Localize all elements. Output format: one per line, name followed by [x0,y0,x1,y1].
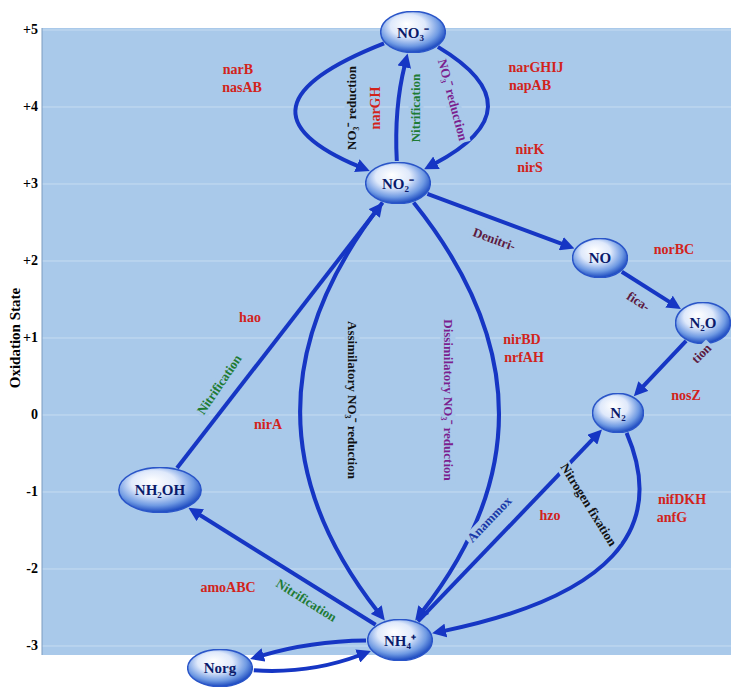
node-text-wrap: N₂O [675,302,731,344]
axis-tick-label: +1 [23,330,38,346]
node-text-wrap: NH₂OH [118,467,202,513]
reaction-arrow [198,514,376,625]
gene-label: narGH [368,87,384,130]
sphere-fill [188,649,253,686]
node-text-wrap: NO [572,238,628,278]
sphere-fill [593,393,644,432]
species-name: NH₄⁺ [384,630,416,650]
reaction-arrow [300,203,382,612]
axis-title: Oxidation State [7,288,24,388]
species-node: NH₂OH [118,467,202,513]
axis-tick-label: +4 [23,99,38,115]
species-node: N₂O [675,302,731,344]
axis-tick-label: +3 [23,176,38,192]
species-name: N₂ [610,405,625,422]
plot-ground [42,28,731,655]
gene-label: nasAB [222,80,262,96]
species-name: NO₂⁻ [382,173,414,193]
sphere-fill [119,467,201,512]
species-name: N₂O [690,315,717,332]
sphere-fill [676,302,731,343]
gene-label: nirS [517,160,543,176]
node-text-wrap: NH₄⁺ [367,619,433,661]
axis-tick-label: +2 [23,253,38,269]
process-label: Assimilatory NO₃⁻ reduction [345,319,360,481]
gene-label: nifDKH [658,492,706,508]
reaction-arrow [295,43,384,166]
gene-label: hzo [540,508,561,524]
species-name: NO [589,250,612,267]
axis-tick-label: -2 [26,561,38,577]
species-node: N₂ [592,393,644,433]
sphere-fill [366,162,431,203]
species-node: NO₂⁻ [365,162,431,204]
process-label: Dissimilatory NO₃⁻ reduction [441,317,456,483]
axis-line [42,28,43,655]
sphere-fill [368,619,433,660]
species-name: NO₃⁻ [397,22,429,42]
gene-label: narB [223,62,253,78]
axis-tick-label: 0 [31,407,38,423]
gene-label: amoABC [200,580,255,596]
grid-lines [42,30,731,646]
sphere-fill [381,11,446,52]
reaction-arrow [443,433,639,631]
gene-label: nirK [516,142,545,158]
species-node: Norg [187,649,253,687]
species-node: NO [572,238,628,278]
reaction-arrow [396,64,405,161]
gene-label: nirBD [503,332,540,348]
process-label: NO₃⁻ reduction [345,64,360,152]
sphere-fill [573,238,628,277]
axis-tick-label: +5 [23,22,38,38]
gene-label: napAB [509,78,551,94]
process-label: Nitrification [409,72,424,145]
reaction-arrow [254,655,361,671]
gene-label: hao [239,310,261,326]
gene-label: nirA [254,417,282,433]
reaction-arrow [642,341,687,388]
gene-label: anfG [657,510,687,526]
reaction-arrow [434,47,488,164]
node-text-wrap: NO₃⁻ [380,11,446,53]
axis-tick-label: -3 [26,638,38,654]
reaction-arrow [261,640,366,655]
gene-label: nrfAH [504,350,544,366]
species-name: NH₂OH [135,482,185,499]
gene-label: nosZ [671,388,701,404]
gene-label: narGHIJ [508,60,563,76]
species-name: Norg [204,660,237,677]
species-node: NH₄⁺ [367,619,433,661]
gene-label: norBC [654,242,694,258]
node-text-wrap: Norg [187,649,253,687]
species-node: NO₃⁻ [380,11,446,53]
node-text-wrap: NO₂⁻ [365,162,431,204]
node-text-wrap: N₂ [592,393,644,433]
axis-tick-label: -1 [26,484,38,500]
